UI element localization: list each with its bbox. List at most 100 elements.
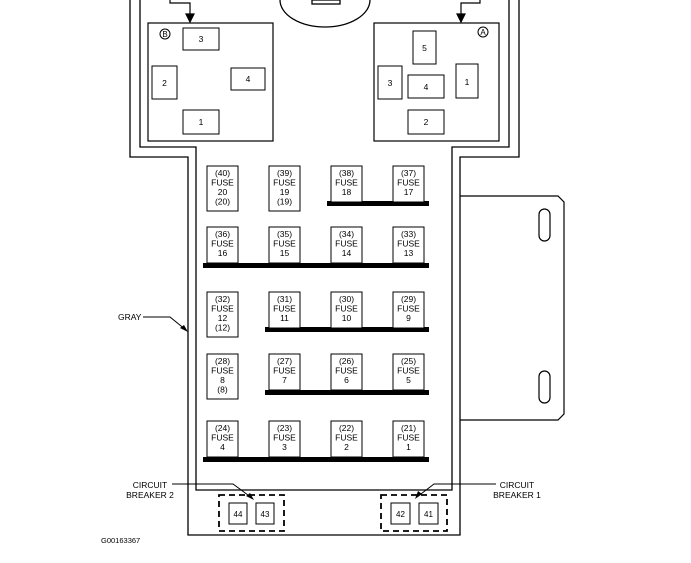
breaker-slot: 44	[234, 510, 243, 519]
fuse-label: FUSE	[211, 366, 234, 376]
block-marker-b-text: B	[162, 30, 167, 39]
fuse-slot-outline	[206, 291, 239, 338]
fuse-slot-outline	[268, 226, 301, 264]
fuse-label: 12	[218, 313, 228, 323]
fuse-label: (31)	[277, 294, 292, 304]
relay-slot: 4	[424, 82, 429, 92]
circuit-breaker-2-label-line1: CIRCUIT	[133, 480, 167, 490]
top-arrows	[169, 0, 481, 24]
fuse-label: (8)	[217, 385, 228, 395]
fuse-slot-outline	[206, 165, 239, 212]
breaker-slot: 43	[261, 510, 270, 519]
fuse-label: FUSE	[211, 304, 234, 314]
fuse-label: FUSE	[397, 239, 420, 249]
fuse-label: FUSE	[335, 239, 358, 249]
fuse-label: 14	[342, 248, 352, 258]
relay-slot: 2	[162, 78, 167, 88]
fuse-label: FUSE	[397, 433, 420, 443]
fuse-label: (25)	[401, 356, 416, 366]
fuse-label: 17	[404, 187, 414, 197]
relay-slot: 3	[388, 78, 393, 88]
fuse-label: (39)	[277, 168, 292, 178]
fuse-label: FUSE	[335, 366, 358, 376]
fuse-label: (20)	[215, 197, 230, 207]
circuit-breaker-2-label-line2: BREAKER 2	[126, 490, 174, 500]
figure-id: G00163367	[101, 536, 140, 545]
relay-block-a: A 5 3 4 1 2	[373, 22, 500, 142]
bus-bar	[265, 327, 429, 332]
breaker-slot: 42	[396, 510, 405, 519]
fuse-label: FUSE	[335, 433, 358, 443]
fuse-slot-outline	[392, 420, 425, 458]
fuse-label: (26)	[339, 356, 354, 366]
fuse-label: (37)	[401, 168, 416, 178]
fuse-label: 1	[406, 442, 411, 452]
fuse-slot-outline	[330, 420, 363, 458]
fuse-label: FUSE	[397, 178, 420, 188]
fuse-slot-outline	[392, 353, 425, 391]
fuse-slot-outline	[392, 226, 425, 264]
fuse-label: (29)	[401, 294, 416, 304]
bus-bar	[203, 263, 429, 268]
fuse-label: (21)	[401, 423, 416, 433]
fuse-label: FUSE	[397, 304, 420, 314]
fuse-label: (22)	[339, 423, 354, 433]
fuse-label: 10	[342, 313, 352, 323]
fuse-slot-outline	[392, 291, 425, 329]
fuse-slot-outline	[268, 291, 301, 329]
fuse-slot-outline	[330, 291, 363, 329]
fuse-grid: (40)FUSE20(20)(39)FUSE19(19)(38)FUSE18(3…	[206, 165, 425, 458]
fuse-label: FUSE	[211, 433, 234, 443]
fuse-label: 13	[404, 248, 414, 258]
gray-callout: GRAY	[118, 312, 188, 332]
relay-slot: 1	[199, 117, 204, 127]
fuse-label: FUSE	[273, 433, 296, 443]
mounting-bracket	[460, 195, 565, 421]
fuse-block-housing	[129, 0, 520, 536]
fuse-slot-outline	[268, 165, 301, 212]
bus-bar	[203, 457, 429, 462]
fuse-label: 16	[218, 248, 228, 258]
bus-bars	[203, 201, 429, 462]
fuse-label: FUSE	[273, 304, 296, 314]
bus-bar	[327, 201, 429, 206]
fuse-label: (33)	[401, 229, 416, 239]
fuse-label: 3	[282, 442, 287, 452]
relay-slot: 3	[199, 34, 204, 44]
relay-slot: 4	[246, 74, 251, 84]
fuse-label: 20	[218, 187, 228, 197]
fuse-label: FUSE	[273, 366, 296, 376]
fuse-label: (28)	[215, 356, 230, 366]
fuse-slot-outline	[206, 353, 239, 400]
fuse-label: (35)	[277, 229, 292, 239]
fuse-label: 11	[280, 313, 289, 323]
fuse-label: (23)	[277, 423, 292, 433]
block-marker-a	[477, 26, 489, 38]
relay-slot: 5	[422, 43, 427, 53]
block-marker-a-text: A	[480, 28, 486, 37]
fuse-label: 8	[220, 375, 225, 385]
breaker-slot: 41	[424, 510, 433, 519]
fuse-label: (12)	[215, 323, 230, 333]
relay-block-b: B 3 2 4 1	[147, 22, 274, 142]
fuse-label: (38)	[339, 168, 354, 178]
fuse-label: (19)	[277, 197, 292, 207]
fuse-label: 6	[344, 375, 349, 385]
